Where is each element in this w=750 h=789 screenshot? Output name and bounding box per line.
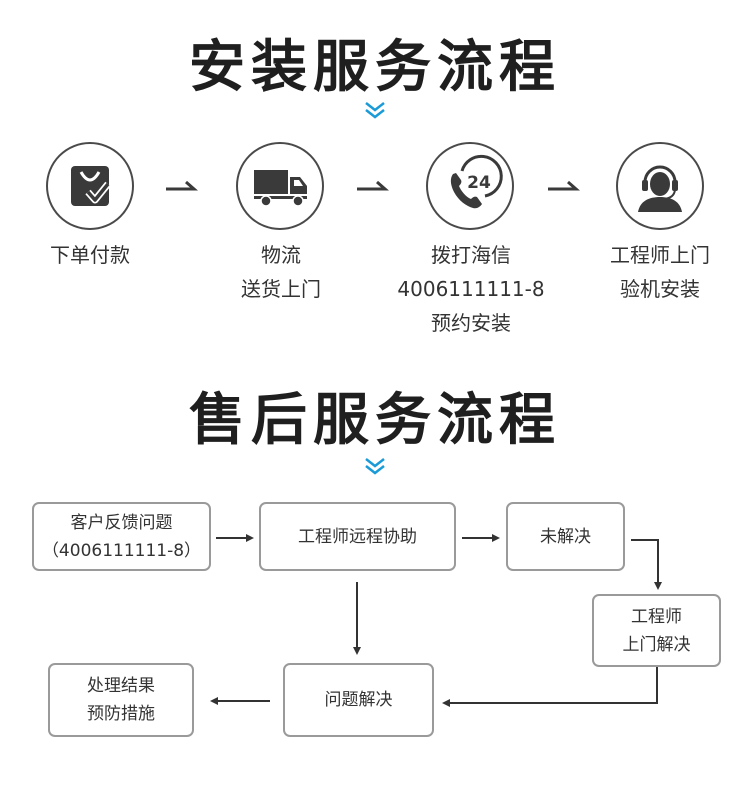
step-delivery-circle bbox=[236, 142, 324, 230]
step-delivery-label: 物流 送货上门 bbox=[241, 243, 321, 301]
shopping-bag-check-icon bbox=[71, 166, 111, 206]
solved-box: 问题解决 bbox=[283, 663, 434, 737]
chevron-down-icon bbox=[365, 102, 385, 119]
step-call-label: 拨打海信 4006111111-8 预约安装 bbox=[397, 243, 545, 335]
delivery-truck-icon bbox=[254, 170, 307, 207]
remote-assist-box: 工程师远程协助 bbox=[259, 502, 456, 571]
step-call-circle: 24 bbox=[426, 142, 514, 230]
step-arrow-icon bbox=[166, 180, 198, 191]
flow-arrow bbox=[442, 667, 658, 707]
step-engineer-circle bbox=[616, 142, 704, 230]
flow-arrow bbox=[631, 539, 662, 590]
result-box: 处理结果 预防措施 bbox=[48, 663, 194, 737]
install-title: 安装服务流程 bbox=[189, 35, 561, 100]
step-order-label: 下单付款 bbox=[50, 243, 130, 267]
step-arrow-icon bbox=[548, 180, 580, 191]
engineer-headset-icon bbox=[638, 165, 682, 212]
onsite-repair-box: 工程师 上门解决 bbox=[592, 594, 721, 667]
svg-text:24: 24 bbox=[467, 173, 491, 193]
step-arrow-icon bbox=[357, 180, 389, 191]
step-engineer-label: 工程师上门 验机安装 bbox=[610, 243, 710, 301]
phone-24h-icon: 24 bbox=[450, 154, 503, 209]
unsolved-box: 未解决 bbox=[506, 502, 625, 571]
feedback-box: 客户反馈问题 （4006111111-8） bbox=[32, 502, 211, 571]
step-order-circle bbox=[46, 142, 134, 230]
chevron-down-icon bbox=[365, 458, 385, 475]
aftersales-title: 售后服务流程 bbox=[189, 388, 561, 453]
